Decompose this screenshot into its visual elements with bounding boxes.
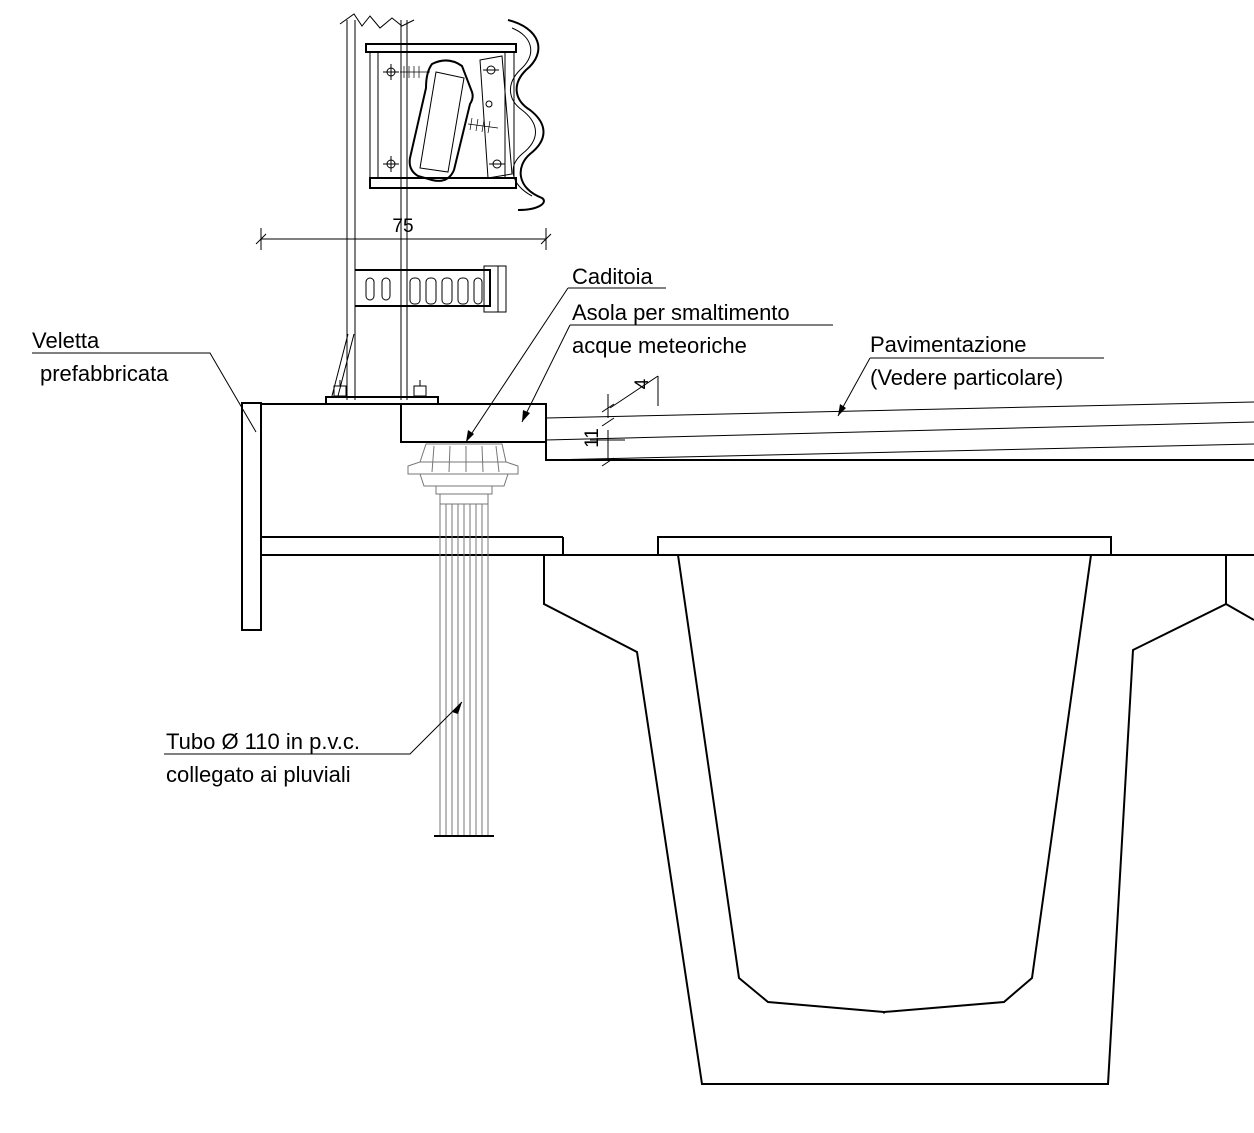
leader-lines xyxy=(32,287,1104,755)
label-tubo-line1: Tubo Ø 110 in p.v.c. xyxy=(166,729,360,754)
pvc-pipe xyxy=(434,503,494,837)
label-caditoia: Caditoia xyxy=(572,264,653,289)
label-asola-line2: acque meteoriche xyxy=(572,333,747,358)
dimension-75-text: 75 xyxy=(392,216,413,237)
curb-and-slab xyxy=(241,401,1254,631)
guardrail-assembly xyxy=(339,13,545,400)
label-pavimentazione-line1: Pavimentazione xyxy=(870,332,1027,357)
label-asola-line1: Asola per smaltimento xyxy=(572,300,790,325)
label-tubo-line2: collegato ai pluviali xyxy=(166,762,351,787)
dimension-barrier-width: 75 xyxy=(255,216,552,250)
drain-caditoia xyxy=(407,443,519,505)
label-veletta-line1: Veletta xyxy=(32,328,100,353)
box-girder xyxy=(543,536,1254,1085)
dimension-pavement: 4 11 xyxy=(582,375,659,467)
dimension-4-text: 4 xyxy=(632,378,653,389)
label-pavimentazione-line2: (Vedere particolare) xyxy=(870,365,1063,390)
label-veletta-line2: prefabbricata xyxy=(40,361,169,386)
dimension-11-text: 11 xyxy=(582,428,603,448)
post-bracket xyxy=(325,265,507,405)
